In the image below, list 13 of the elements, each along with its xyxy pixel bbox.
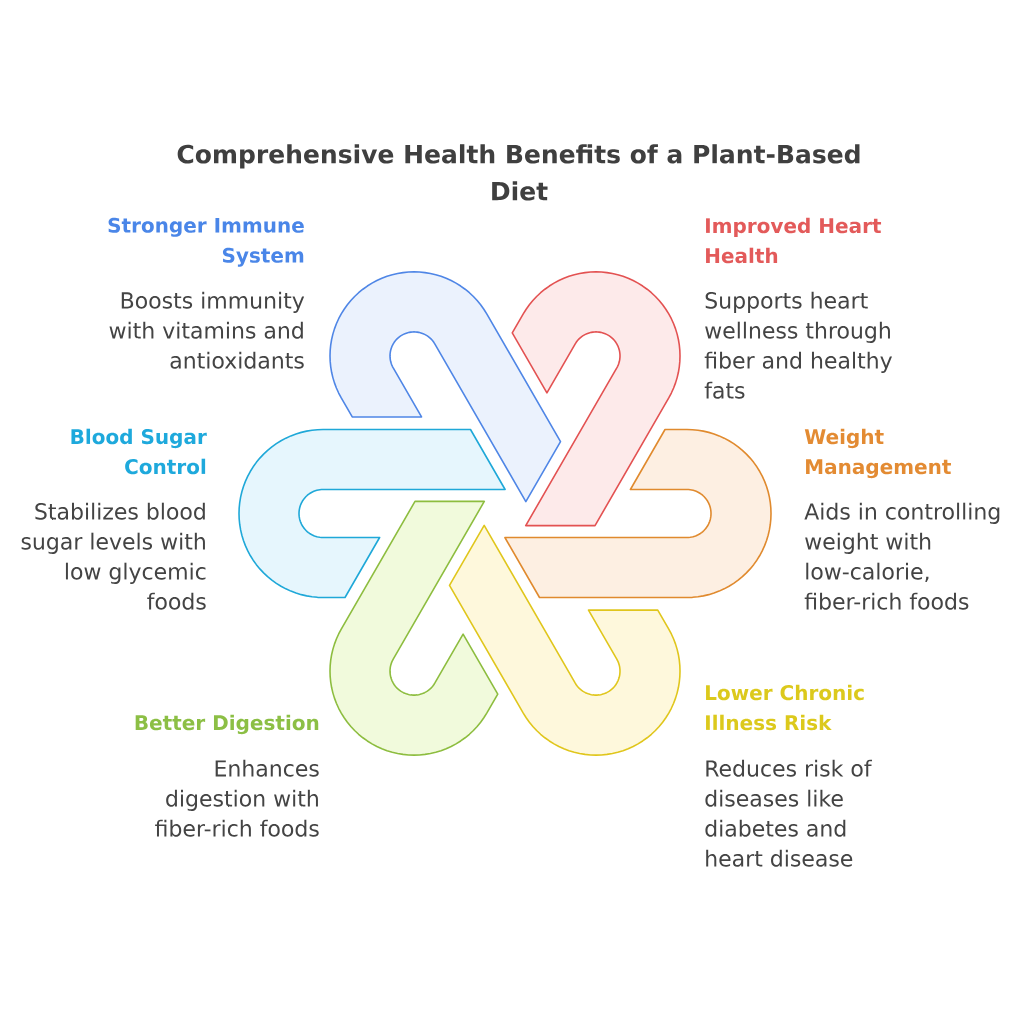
description: Enhances digestion with fiber-rich foods: [155, 759, 319, 837]
description: Reduces risk of diseases like diabetes and heart disease: [705, 759, 872, 867]
heading: Weight Management: [804, 428, 951, 479]
description: Supports heart wellness through fiber and healthy fats: [704, 291, 892, 399]
description: Stabilizes blood sugar levels with low glycemic foods: [21, 502, 206, 610]
title: Comprehensive Health Benefits of a Plant-Based Diet: [177, 144, 860, 201]
heading: Improved Heart Health: [706, 217, 882, 264]
heading: Better Digestion: [135, 714, 319, 735]
description: Boosts immunity with vitamins and antioxidants: [109, 291, 305, 369]
description: Aids in controlling weight with low-calorie, fiber-rich foods: [804, 502, 1000, 610]
heading: Lower Chronic Illness Risk: [706, 684, 864, 731]
heading: Stronger Immune System: [108, 217, 304, 267]
heading: Blood Sugar Control: [71, 428, 207, 475]
